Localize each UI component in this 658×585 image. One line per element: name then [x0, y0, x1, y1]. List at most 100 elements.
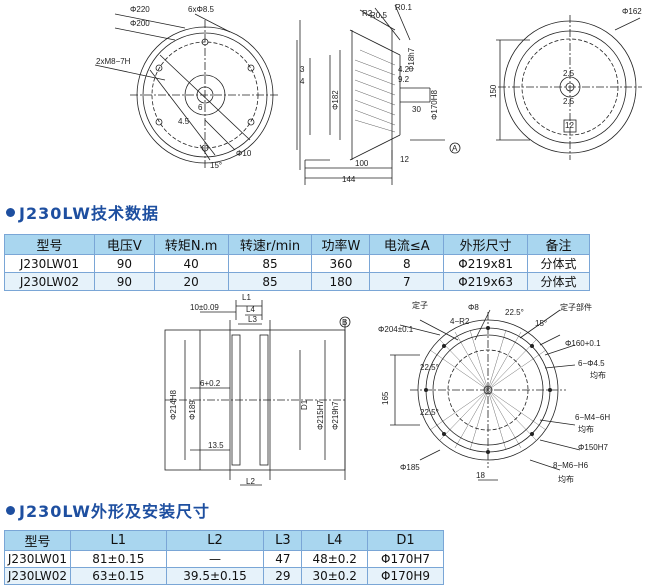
label-r2: R2 [362, 9, 373, 18]
label-r2: 4−R2 [450, 317, 470, 326]
label-r01: R0.1 [395, 3, 412, 12]
label-dim100: 100 [355, 159, 369, 168]
label-dim4: 4 [300, 77, 305, 86]
table-header: L2 [165, 530, 265, 551]
table-cell: J230LW01 [4, 550, 71, 568]
label-phi18: Φ18h7 [407, 47, 416, 72]
label-l3: L3 [248, 315, 257, 324]
label-phi8: Φ8 [468, 303, 479, 312]
label-even3: 均布 [558, 474, 574, 484]
table-cell: 360 [311, 254, 371, 273]
label-dim150: 150 [489, 84, 498, 98]
table-header: 备注 [527, 234, 590, 255]
label-holes45: 6−Φ4.5 [578, 359, 605, 368]
label-phi182: Φ182 [331, 90, 340, 110]
table-header: L1 [69, 530, 167, 551]
table-row: J230LW01 81±0.15 — 47 48±0.2 Φ170H7 [4, 550, 444, 568]
label-dim25a: 2.5 [563, 69, 575, 78]
label-phi170: Φ170H8 [430, 89, 439, 120]
label-dim92: 9.2 [398, 75, 410, 84]
label-phi10: Φ10 [236, 149, 252, 158]
table-cell: J230LW01 [4, 254, 95, 273]
label-l4: L4 [246, 305, 255, 314]
table-cell: Φ170H9 [367, 567, 444, 585]
table-cell: 20 [153, 272, 229, 291]
label-phi204: Φ204±0.1 [378, 325, 414, 334]
table-cell: 180 [311, 272, 371, 291]
section-title-dimensions: J230LW外形及安装尺寸 [6, 498, 210, 522]
tech-data-table: 型号 电压V 转矩N.m 转速r/min 功率W 电流≤A 外形尺寸 备注 J2… [4, 234, 590, 291]
table-header: 外形尺寸 [443, 234, 529, 255]
table-header: 功率W [311, 234, 371, 255]
table-cell: 81±0.15 [69, 550, 167, 568]
label-l1: L1 [242, 293, 251, 302]
label-phi189: Φ189 [188, 400, 197, 420]
table-cell: 7 [369, 272, 445, 291]
table-header: 型号 [4, 530, 71, 551]
label-angle15: 15° [535, 319, 547, 328]
table-cell: Φ170H7 [367, 550, 444, 568]
label-angle225: 22.5° [505, 308, 524, 317]
label-angle15: 15° [210, 161, 222, 170]
table-cell: 90 [93, 254, 155, 273]
table-header: 型号 [4, 234, 95, 255]
table-cell: 63±0.15 [69, 567, 167, 585]
table-cell: 85 [227, 272, 313, 291]
label-stator: 定子 [412, 300, 428, 310]
bottom-technical-drawing: L1 L4 L3 L2 D1 10±0.09 6+0.2 13.5 Φ214H8… [164, 293, 610, 486]
table-cell: J230LW02 [4, 567, 71, 585]
table-header: L4 [301, 530, 369, 551]
bullet-icon [6, 207, 15, 217]
table-row: J230LW02 90 20 85 180 7 Φ219x63 分体式 [4, 272, 590, 291]
section-title-text: J230LW技术数据 [19, 204, 159, 223]
label-stator-part: 定子部件 [560, 302, 592, 312]
table-cell: 39.5±0.15 [165, 567, 265, 585]
section-title-text: J230LW外形及安装尺寸 [19, 502, 210, 521]
table-cell: 47 [263, 550, 303, 568]
table-cell: 85 [227, 254, 313, 273]
label-l2: L2 [246, 477, 255, 486]
label-dim225b: 22.5° [420, 408, 439, 417]
bullet-icon [6, 505, 15, 515]
label-dim3: 3 [300, 65, 305, 74]
table-header: 转矩N.m [153, 234, 229, 255]
table-header: 电压V [93, 234, 155, 255]
table-cell: 90 [93, 272, 155, 291]
table-cell: 30±0.2 [301, 567, 369, 585]
label-phi150: Φ150H7 [578, 443, 609, 452]
label-dim135: 13.5 [208, 441, 224, 450]
label-phi160: Φ160+0.1 [565, 339, 601, 348]
label-circle-a: A [452, 144, 458, 153]
label-dim225a: 22.5° [420, 363, 439, 372]
label-dim42: 4.2 [398, 65, 410, 74]
label-dim12b: 12 [565, 121, 574, 130]
label-m4: 6−M4−6H [575, 413, 610, 422]
label-dim30: 30 [412, 105, 421, 114]
table-cell: 48±0.2 [301, 550, 369, 568]
label-dim6: 6 [198, 103, 203, 112]
section-title-tech-data: J230LW技术数据 [6, 200, 159, 224]
table-cell: 分体式 [527, 254, 590, 273]
label-dim25b: 2.5 [563, 97, 575, 106]
table-cell: 分体式 [527, 272, 590, 291]
label-dim12: 12 [400, 155, 409, 164]
label-phi219: Φ219h7 [331, 401, 340, 430]
label-thread: 2xM8−7H [96, 57, 131, 66]
table-header: 电流≤A [369, 234, 445, 255]
label-even2: 均布 [578, 424, 594, 434]
table-cell: — [165, 550, 265, 568]
label-r05: R0.5 [370, 11, 387, 20]
table-header: D1 [367, 530, 444, 551]
label-circle-b: B [342, 318, 347, 327]
label-phi214: Φ214H8 [169, 389, 178, 420]
label-tol10: 10±0.09 [190, 303, 219, 312]
table-header: 转速r/min [227, 234, 313, 255]
table-cell: 40 [153, 254, 229, 273]
label-phi220: Φ220 [130, 5, 150, 14]
label-phi215: Φ215H7 [316, 399, 325, 430]
table-header: L3 [263, 530, 303, 551]
label-m6: 8−M6−H6 [553, 461, 589, 470]
label-dim45: 4.5 [178, 117, 190, 126]
top-technical-drawing: Φ220 Φ200 6xΦ8.5 2xM8−7H Φ10 15° 4.5 6 R… [94, 3, 642, 185]
label-dim165: 165 [381, 391, 390, 405]
